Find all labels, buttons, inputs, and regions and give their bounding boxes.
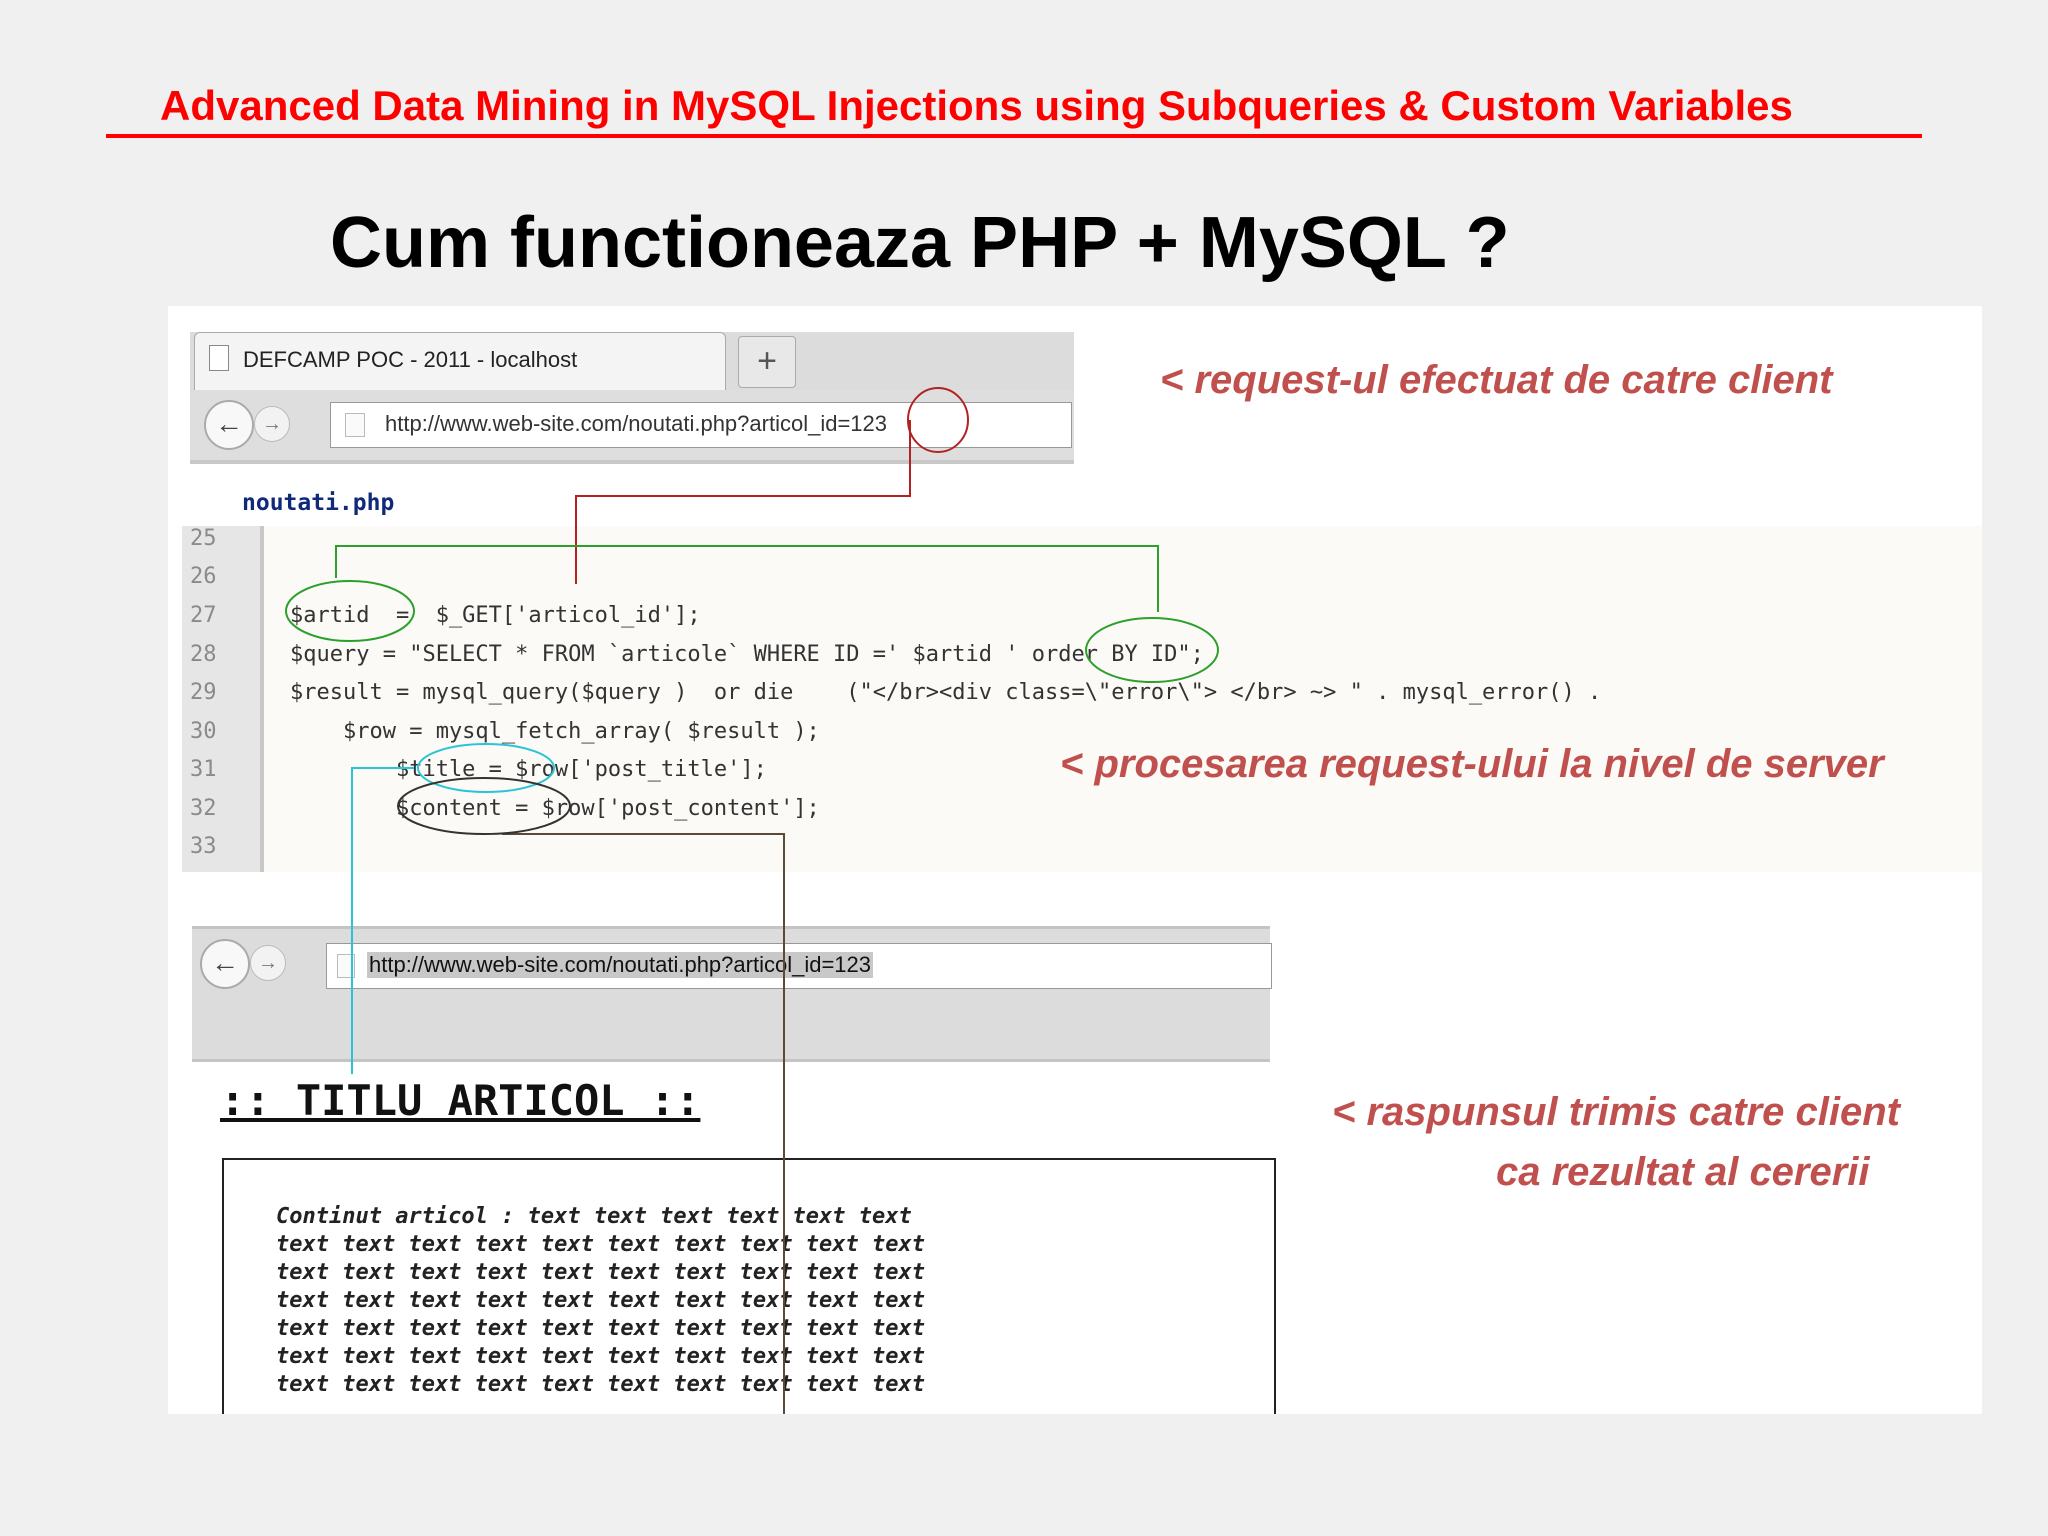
code-line: $content = $row['post_content'];: [290, 796, 820, 821]
highlight-circle-content: [397, 777, 571, 835]
new-tab-button[interactable]: +: [738, 336, 796, 388]
code-filename: noutati.php: [242, 490, 395, 516]
code-editor: 25 26 27 28 29 30 31 32 33 $artid = $_GE…: [182, 526, 1982, 872]
page-icon: [209, 345, 229, 371]
annotation-request: < request-ul efectuat de catre client: [1160, 358, 1833, 402]
code-line: $query = "SELECT * FROM `articole` WHERE…: [290, 642, 1204, 667]
code-line: $artid = $_GET['articol_id'];: [290, 603, 701, 628]
line-number: 32: [190, 796, 217, 821]
connector-overlay: [285, 387, 1219, 1414]
annotation-processing: < procesarea request-ului la nivel de se…: [1060, 742, 1884, 786]
address-bar[interactable]: http://www.web-site.com/noutati.php?arti…: [326, 943, 1272, 989]
annotation-response-line2: ca rezultat al cererii: [1496, 1150, 1870, 1194]
connector-line-request: [575, 420, 911, 584]
line-number: 30: [190, 719, 217, 744]
address-bar-url-selected: http://www.web-site.com/noutati.php?arti…: [367, 952, 874, 978]
back-icon[interactable]: ←: [200, 939, 250, 989]
article-text-line: text text text text text text text text …: [276, 1316, 926, 1341]
code-line: $row = mysql_fetch_array( $result );: [290, 719, 820, 744]
header-title: Advanced Data Mining in MySQL Injections…: [160, 82, 1793, 129]
line-number: 28: [190, 642, 217, 667]
article-text-line: text text text text text text text text …: [276, 1288, 926, 1313]
address-bar[interactable]: http://www.web-site.com/noutati.php?arti…: [330, 402, 1072, 448]
forward-icon[interactable]: →: [254, 406, 290, 442]
forward-icon[interactable]: →: [250, 945, 286, 981]
nav-bar: ← → http://www.web-site.com/noutati.php?…: [190, 390, 1074, 464]
nav-bar-response: ← → http://www.web-site.com/noutati.php?…: [192, 926, 1272, 1062]
line-number: 25: [190, 526, 217, 551]
highlight-circle-url-param: [907, 387, 969, 453]
line-number: 26: [190, 564, 217, 589]
connector-line-title: [351, 767, 414, 1074]
connector-line-content: [502, 833, 785, 1414]
code-line: $result = mysql_query($query ) or die ("…: [290, 680, 1602, 705]
article-content-box: Continut articol : text text text text t…: [222, 1158, 1276, 1414]
tab-title: DEFCAMP POC - 2011 - localhost: [243, 347, 578, 372]
code-line: $title = $row['post_title'];: [290, 757, 767, 782]
address-bar-url: http://www.web-site.com/noutati.php?arti…: [385, 411, 888, 436]
annotation-response-line1: < raspunsul trimis catre client: [1332, 1090, 1900, 1134]
article-text-line: text text text text text text text text …: [276, 1372, 926, 1397]
page-icon: [345, 413, 365, 437]
article-title: :: TITLU ARTICOL ::: [220, 1076, 701, 1125]
article-text-line: text text text text text text text text …: [276, 1232, 926, 1257]
line-number: 31: [190, 757, 217, 782]
highlight-circle-title: [417, 743, 555, 793]
page-icon: [337, 954, 355, 978]
header-underline: [106, 134, 1922, 138]
highlight-circle-artid: [285, 580, 415, 642]
back-icon[interactable]: ←: [204, 400, 254, 450]
article-text-line: text text text text text text text text …: [276, 1344, 926, 1369]
line-number: 27: [190, 603, 217, 628]
line-number-gutter: 25 26 27 28 29 30 31 32 33: [182, 526, 264, 872]
browser-tab[interactable]: DEFCAMP POC - 2011 - localhost: [194, 332, 726, 391]
connector-line-artid: [335, 545, 1159, 612]
screenshot-panel: DEFCAMP POC - 2011 - localhost + ← → htt…: [168, 306, 1982, 1414]
slide-heading: Cum functioneaza PHP + MySQL ?: [330, 203, 1510, 283]
highlight-circle-artid-query: [1085, 617, 1219, 683]
article-text-line: Continut articol : text text text text t…: [276, 1204, 912, 1229]
line-number: 29: [190, 680, 217, 705]
line-number: 33: [190, 834, 217, 859]
